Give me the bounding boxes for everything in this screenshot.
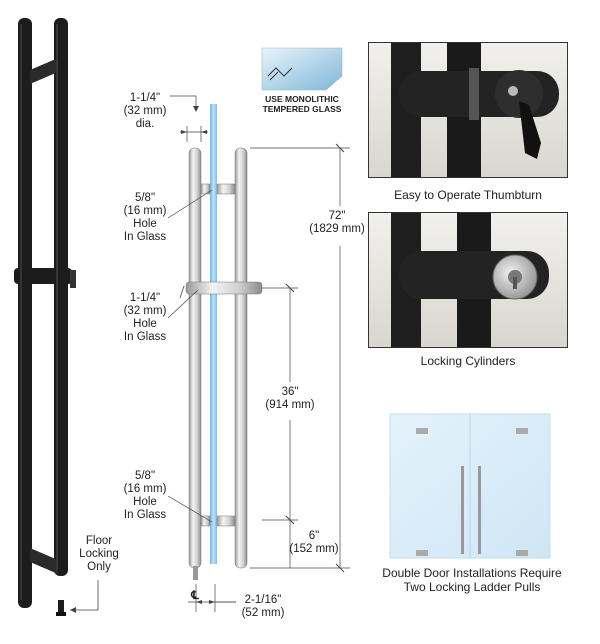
double-door-illustration	[389, 413, 551, 559]
hole-upper-label: 5/8" (16 mm) Hole In Glass	[123, 192, 167, 243]
floor-lock-label: Floor Locking Only	[79, 535, 119, 573]
centerline-offset-label: 2-1/16" (52 mm)	[241, 594, 285, 619]
right-steel-post	[234, 147, 248, 569]
cylinders-photo	[368, 212, 568, 348]
bottom-offset-label: 6" (152 mm)	[289, 530, 339, 555]
thumbturn-photo	[368, 42, 568, 178]
hole-lower-label: 5/8" (16 mm) Hole In Glass	[123, 470, 167, 521]
overall-height-label: 72" (1829 mm)	[309, 210, 365, 235]
glass-badge-line2: TEMPERED GLASS	[262, 104, 342, 114]
black-ladder-pull	[14, 18, 76, 616]
glass-panel	[210, 104, 217, 564]
double-door-caption: Double Door Installations Require Two Lo…	[382, 566, 562, 594]
glass-pane-icon	[261, 47, 343, 91]
cylinders-caption: Locking Cylinders	[420, 354, 516, 368]
left-steel-post	[188, 147, 202, 569]
floor-lock-leader	[70, 580, 99, 613]
thumbturn-caption: Easy to Operate Thumbturn	[394, 188, 542, 202]
mid-height-label: 36" (914 mm)	[265, 386, 315, 411]
middle-lock-bar	[185, 281, 263, 295]
hole-middle-label: 1-1/4" (32 mm) Hole In Glass	[123, 292, 167, 343]
centerline-symbol: ℄	[191, 590, 199, 602]
technical-drawing	[167, 95, 350, 612]
top-dia-label: 1-1/4" (32 mm) dia.	[123, 92, 167, 130]
tempered-glass-badge: USE MONOLITHIC TEMPERED GLASS	[258, 46, 346, 122]
glass-badge-line1: USE MONOLITHIC	[265, 94, 339, 104]
